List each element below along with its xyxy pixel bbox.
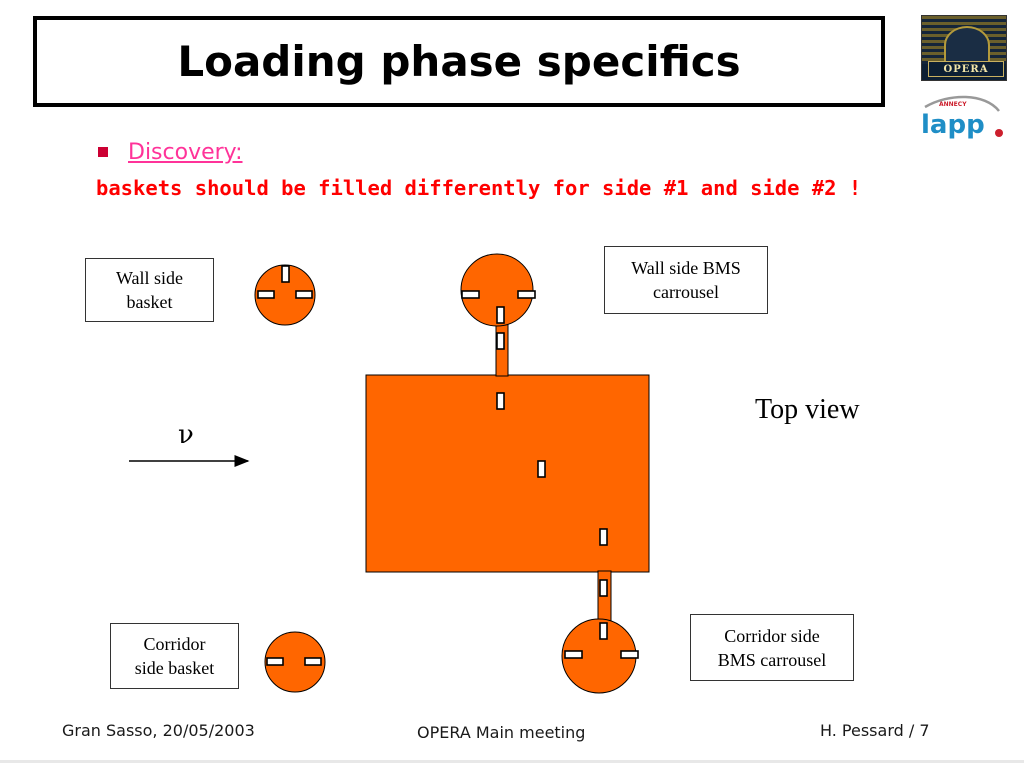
label-wall-side-basket: Wall side basket	[85, 258, 214, 322]
slot-wall-carrousel-left	[461, 290, 480, 299]
slot-detector-1	[496, 392, 505, 410]
slot-corridor-basket-right	[304, 657, 322, 666]
lapp-logo-subtext: ANNECY	[939, 101, 967, 108]
label-corridor-side-carrousel: Corridor side BMS carrousel	[690, 614, 854, 681]
slot-wall-carrousel-bottom	[496, 306, 505, 324]
footer-meeting: OPERA Main meeting	[417, 723, 586, 742]
bullet-marker	[98, 147, 108, 157]
lapp-logo-arc	[924, 95, 1000, 112]
slot-corridor-carrousel-top	[599, 622, 608, 640]
opera-logo: OPERA	[921, 15, 1007, 81]
opera-logo-dome	[944, 26, 990, 64]
opera-logo-text: OPERA	[928, 61, 1004, 77]
corridor-side-basket	[264, 631, 326, 693]
slot-detector-3	[599, 528, 608, 546]
label-wall-side-carrousel: Wall side BMS carrousel	[604, 246, 768, 314]
slot-wall-basket-left	[257, 290, 275, 299]
title-box: Loading phase specifics	[33, 16, 885, 107]
slot-corridor-carrousel-right	[620, 650, 639, 659]
footer-author-page: H. Pessard / 7	[820, 721, 930, 740]
neutrino-symbol: ν	[178, 420, 194, 450]
slot-wall-basket-top	[281, 265, 290, 283]
slot-detector-2	[537, 460, 546, 478]
lapp-logo: ANNECY lapp	[921, 95, 1003, 140]
bullet-discovery: Discovery:	[98, 137, 243, 167]
discovery-label: Discovery:	[128, 139, 243, 165]
footer-rule	[0, 760, 1024, 763]
slide-title: Loading phase specifics	[177, 37, 741, 86]
slot-corridor-basket-left	[266, 657, 284, 666]
slot-wall-conveyor	[496, 332, 505, 350]
lapp-logo-dot	[995, 129, 1003, 137]
slot-corridor-carrousel-left	[564, 650, 583, 659]
wall-side-carrousel	[460, 253, 534, 327]
brick-slots	[257, 265, 639, 666]
slot-corridor-conveyor	[599, 579, 608, 597]
label-corridor-side-basket: Corridor side basket	[110, 623, 239, 689]
slot-wall-carrousel-right	[517, 290, 536, 299]
lapp-logo-text: lapp	[921, 110, 985, 140]
wall-side-basket	[254, 264, 316, 326]
slot-wall-basket-right	[295, 290, 313, 299]
top-view-label: Top view	[755, 394, 860, 425]
discovery-statement: baskets should be filled differently for…	[96, 176, 862, 200]
footer-location-date: Gran Sasso, 20/05/2003	[62, 721, 255, 740]
